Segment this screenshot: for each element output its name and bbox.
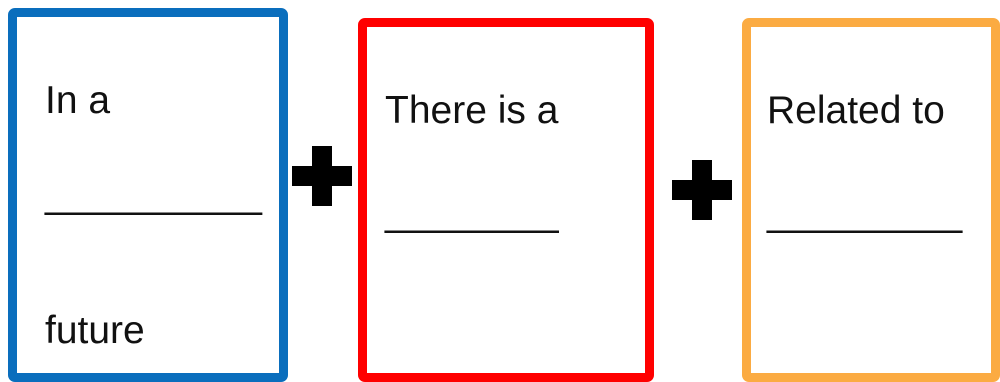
card-2-blank: ________ [385, 191, 559, 234]
plus-icon [292, 146, 352, 206]
card-2-line-1: There is a [385, 89, 559, 132]
prompt-card-relation: Related to _________ [742, 18, 1000, 382]
card-1-line-3: future [45, 309, 145, 352]
card-3-line-1: Related to [767, 89, 945, 132]
card-1-blank: __________ [45, 173, 262, 216]
prompt-card-subject: There is a ________ [358, 18, 654, 382]
prompt-card-setting: In a __________ future [8, 8, 288, 382]
card-1-line-1: In a [45, 79, 111, 122]
card-3-blank: _________ [767, 191, 963, 234]
plus-icon [672, 160, 732, 220]
